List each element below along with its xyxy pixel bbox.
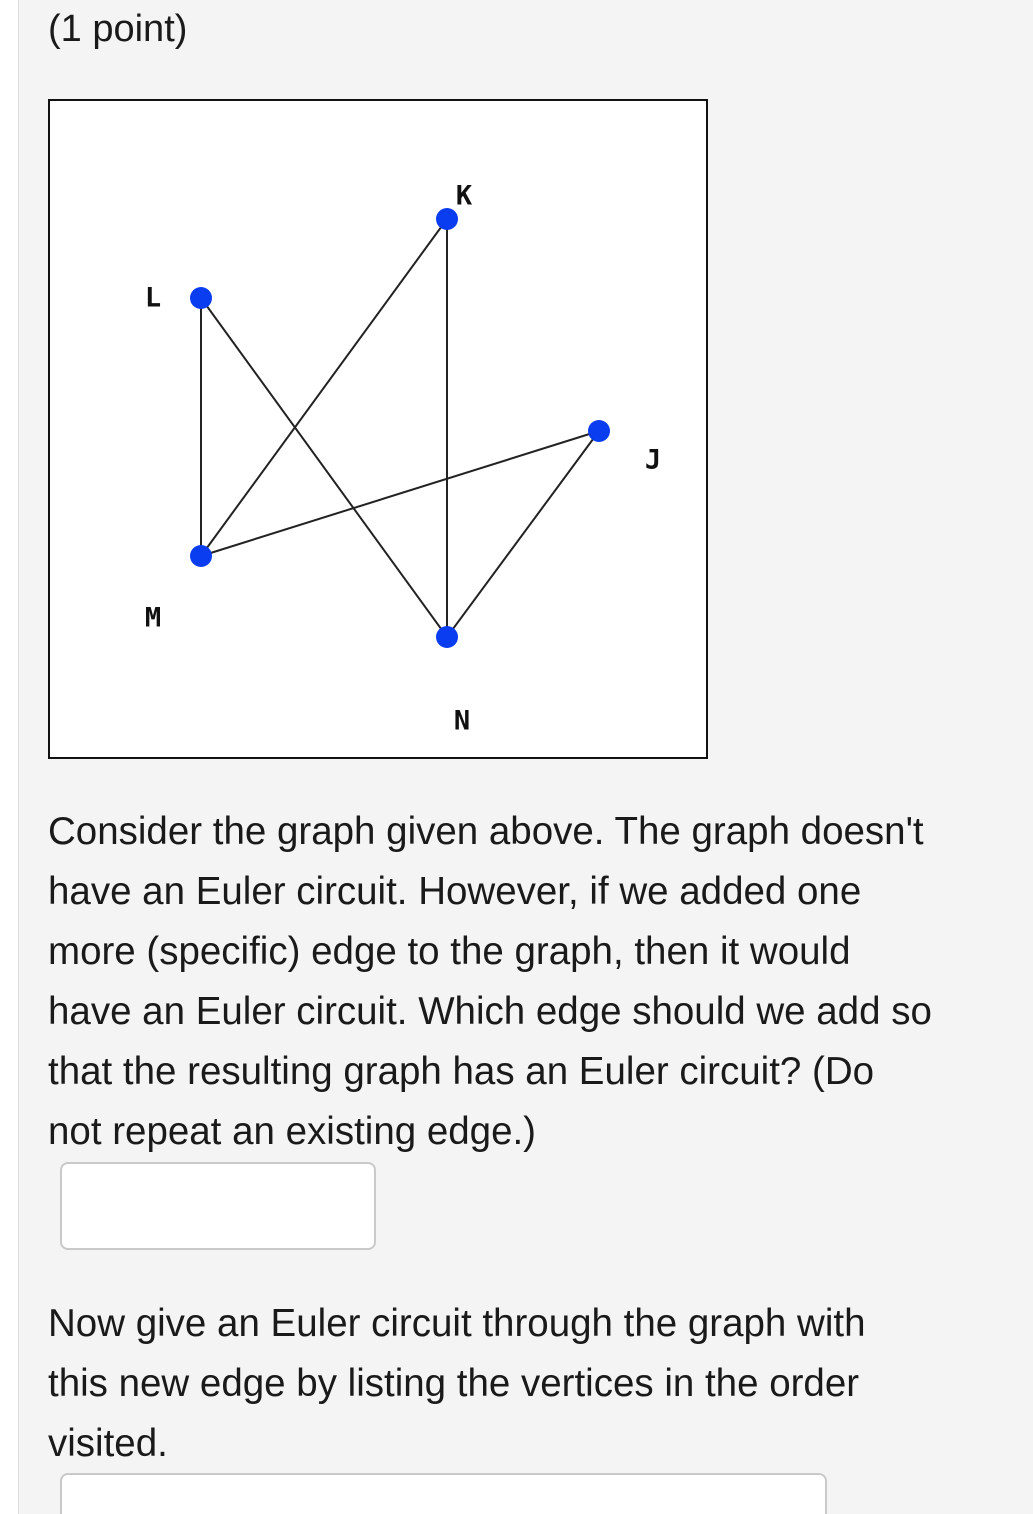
- graph-vertex-label-j: J: [645, 445, 661, 476]
- graph-vertex-label-l: L: [145, 283, 161, 314]
- graph-vertex-l: [190, 287, 212, 309]
- graph-edge-l-n: [200, 297, 448, 638]
- graph-vertex-label-k: K: [456, 181, 473, 212]
- euler-circuit-answer-field[interactable]: [60, 1473, 827, 1514]
- graph-vertex-j: [588, 420, 610, 442]
- question-1-line: have an Euler circuit. However, if we ad…: [48, 870, 862, 913]
- graph-edge-j-n: [446, 430, 600, 638]
- question-1-text: Consider the graph given above. The grap…: [48, 802, 1028, 1162]
- question-1-line: that the resulting graph has an Euler ci…: [48, 1050, 875, 1093]
- graph-vertex-label-m: M: [145, 603, 161, 634]
- question-1-line: more (specific) edge to the graph, then …: [48, 930, 851, 973]
- graph-edge-m-k: [200, 218, 448, 557]
- question-2-text: Now give an Euler circuit through the gr…: [48, 1294, 1028, 1474]
- graph-diagram: K L J M N: [145, 181, 661, 737]
- graph-edge-m-j: [200, 430, 600, 557]
- graph-vertex-k: [436, 208, 458, 230]
- question-2-line: Now give an Euler circuit through the gr…: [48, 1302, 866, 1345]
- graph-figure: K L J M N: [48, 99, 708, 759]
- graph-vertex-n: [436, 626, 458, 648]
- left-margin: [0, 0, 19, 1514]
- graph-vertex-m: [190, 545, 212, 567]
- question-2-line: visited.: [48, 1422, 168, 1465]
- graph-vertex-label-n: N: [454, 706, 470, 737]
- added-edge-answer-field[interactable]: [60, 1162, 376, 1250]
- points-label: (1 point): [48, 8, 188, 50]
- question-1-line: not repeat an existing edge.): [48, 1110, 536, 1153]
- question-1-line: have an Euler circuit. Which edge should…: [48, 990, 932, 1033]
- question-2-line: this new edge by listing the vertices in…: [48, 1362, 860, 1405]
- question-1-line: Consider the graph given above. The grap…: [48, 810, 924, 853]
